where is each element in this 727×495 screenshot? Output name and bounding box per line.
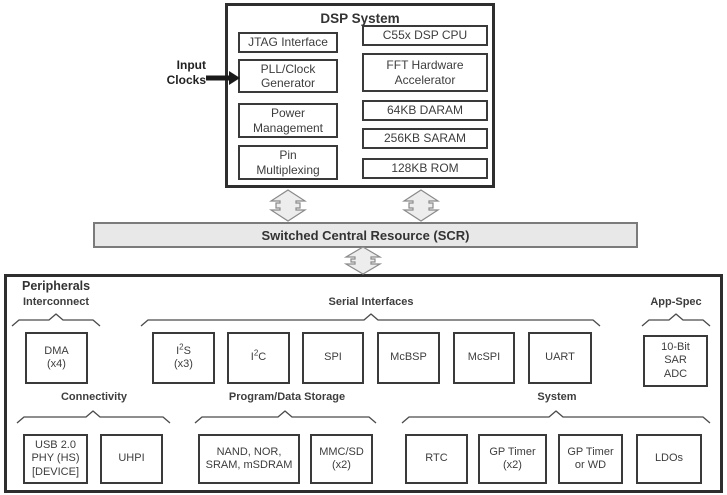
group-label-system: System xyxy=(537,391,577,403)
dsp-system-title: DSP System xyxy=(320,11,400,26)
peripherals-title: Peripherals xyxy=(22,279,91,293)
block-gp-timer: GP Timer (x2) xyxy=(478,434,547,484)
block-spi-label: SPI xyxy=(324,351,342,364)
block-pll-clock-generator: PLL/Clock Generator xyxy=(238,59,338,93)
block-spi: SPI xyxy=(302,332,364,384)
block-ldos-label: LDOs xyxy=(654,452,684,465)
scr-label: Switched Central Resource (SCR) xyxy=(261,227,470,243)
block-uart-label: UART xyxy=(545,351,575,364)
block-rtc: RTC xyxy=(405,434,468,484)
block-dma-label: DMA (x4) xyxy=(44,344,69,370)
block-c55x-dsp-cpu-label: C55x DSP CPU xyxy=(382,28,468,43)
block-jtag-interface: JTAG Interface xyxy=(238,32,338,53)
block-jtag-interface-label: JTAG Interface xyxy=(248,35,328,50)
group-label-app-spec: App-Spec xyxy=(650,296,702,308)
group-label-program-data-storage: Program/Data Storage xyxy=(228,391,346,403)
block-uhpi-label: UHPI xyxy=(118,452,145,465)
block-gp-timer-wd: GP Timer or WD xyxy=(558,434,623,484)
block-64kb-daram: 64KB DARAM xyxy=(362,100,488,121)
dsp-scr-arrow-left xyxy=(268,189,308,222)
block-dma: DMA (x4) xyxy=(25,332,88,384)
block-power-management: Power Management xyxy=(238,103,338,138)
block-pin-multiplexing: Pin Multiplexing xyxy=(238,145,338,180)
block-nand-nor-sram-label: NAND, NOR, SRAM, mSDRAM xyxy=(205,445,293,471)
group-label-connectivity: Connectivity xyxy=(60,391,128,403)
block-gp-timer-label: GP Timer (x2) xyxy=(489,445,536,471)
block-i2c: I2C xyxy=(227,332,290,384)
block-i2s: I2S(x3) xyxy=(152,332,215,384)
block-mcspi: McSPI xyxy=(453,332,515,384)
block-mcspi-label: McSPI xyxy=(467,351,501,364)
block-i2s-label: I2S(x3) xyxy=(174,342,193,370)
block-pin-multiplexing-label: Pin Multiplexing xyxy=(256,148,320,177)
block-mmcsd-label: MMC/SD (x2) xyxy=(319,445,364,471)
block-64kb-daram-label: 64KB DARAM xyxy=(386,103,464,118)
block-rtc-label: RTC xyxy=(425,452,448,465)
block-pll-clock-generator-label: PLL/Clock Generator xyxy=(260,61,316,90)
block-i2c-label: I2C xyxy=(250,348,267,364)
block-ldos: LDOs xyxy=(636,434,702,484)
block-nand-nor-sram: NAND, NOR, SRAM, mSDRAM xyxy=(198,434,300,484)
block-128kb-rom: 128KB ROM xyxy=(362,158,488,179)
block-fft-hardware-accelerator-label: FFT Hardware Accelerator xyxy=(386,58,464,87)
block-mcbsp-label: McBSP xyxy=(390,351,427,364)
block-256kb-saram-label: 256KB SARAM xyxy=(383,131,467,146)
block-uart: UART xyxy=(528,332,592,384)
block-usb-label: USB 2.0 PHY (HS) [DEVICE] xyxy=(31,439,80,478)
block-256kb-saram: 256KB SARAM xyxy=(362,128,488,149)
block-uhpi: UHPI xyxy=(100,434,163,484)
scr-bar: Switched Central Resource (SCR) xyxy=(93,222,638,248)
block-fft-hardware-accelerator: FFT Hardware Accelerator xyxy=(362,53,488,92)
block-mmcsd: MMC/SD (x2) xyxy=(310,434,373,484)
block-10bit-sar-adc: 10-Bit SAR ADC xyxy=(643,335,708,387)
block-usb: USB 2.0 PHY (HS) [DEVICE] xyxy=(23,434,88,484)
block-128kb-rom-label: 128KB ROM xyxy=(391,161,459,176)
block-c55x-dsp-cpu: C55x DSP CPU xyxy=(362,25,488,46)
dsp-scr-arrow-right xyxy=(401,189,441,222)
group-label-interconnect: Interconnect xyxy=(22,296,90,308)
block-power-management-label: Power Management xyxy=(252,106,324,135)
block-10bit-sar-adc-label: 10-Bit SAR ADC xyxy=(661,341,690,380)
scr-peripherals-arrow xyxy=(343,246,383,275)
block-gp-timer-wd-label: GP Timer or WD xyxy=(567,445,614,471)
block-mcbsp: McBSP xyxy=(377,332,440,384)
group-label-serial-interfaces: Serial Interfaces xyxy=(328,296,414,308)
input-clocks-label: Input Clocks xyxy=(166,58,206,87)
